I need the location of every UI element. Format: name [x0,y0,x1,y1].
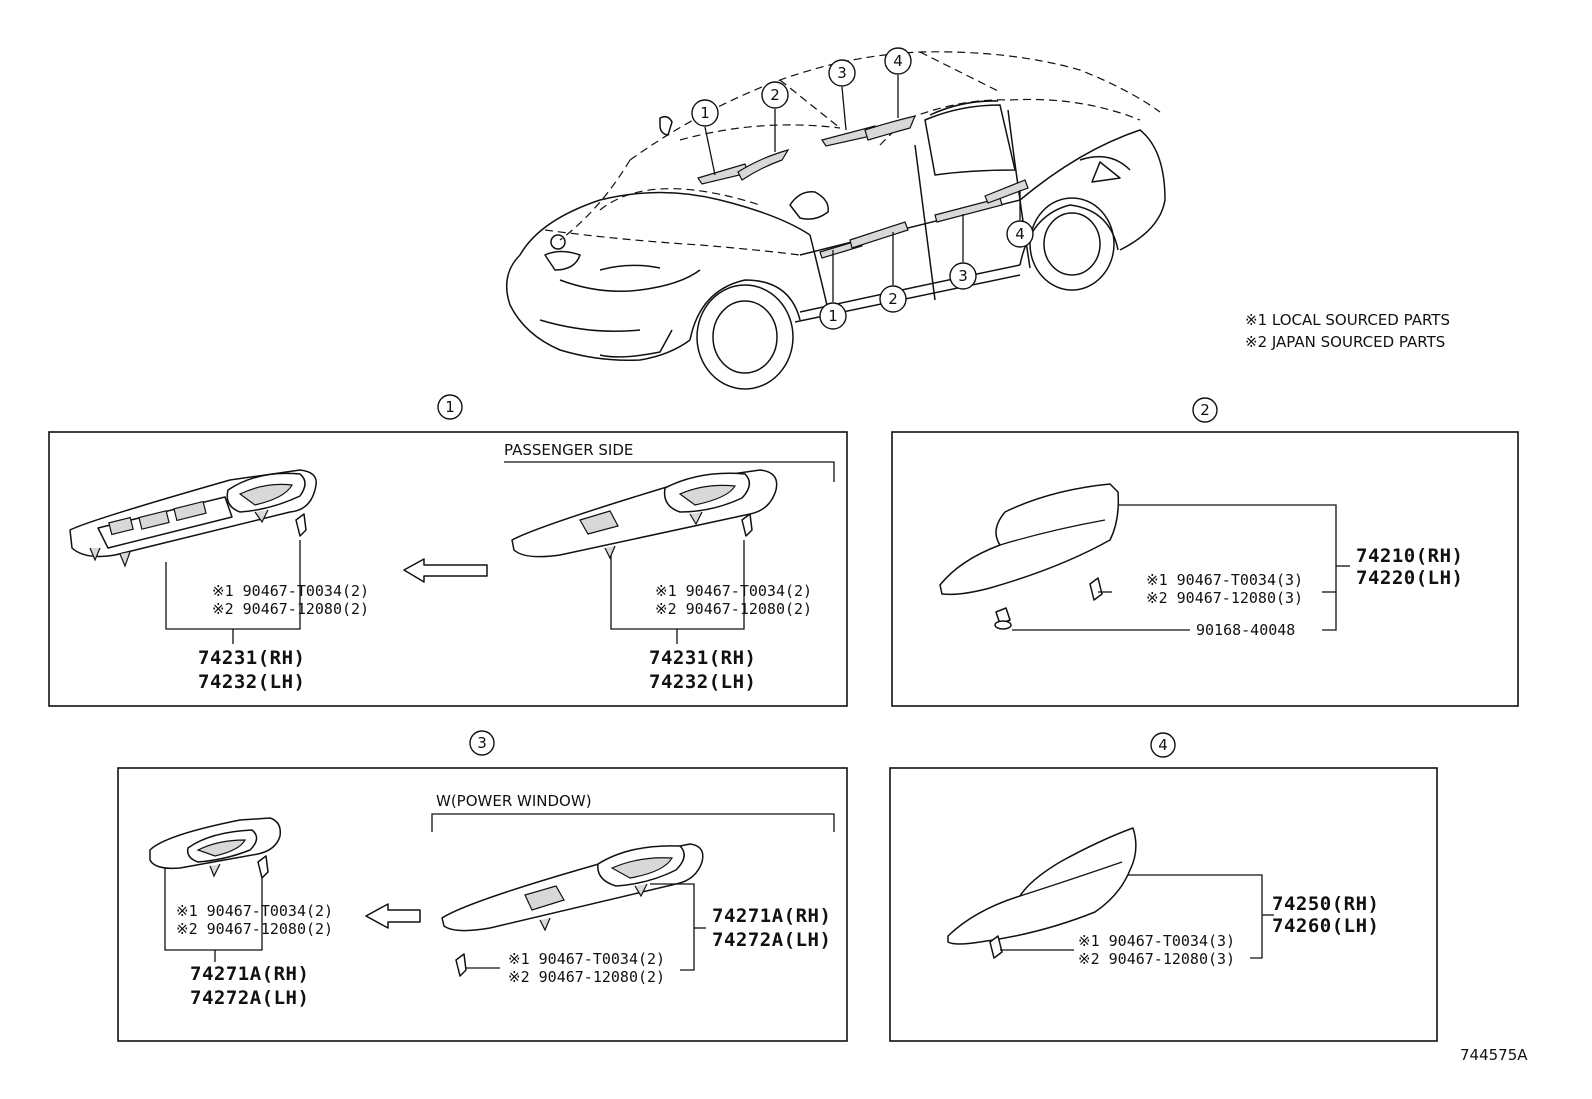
car-callout-1-bottom: 1 [819,302,847,330]
p3-left-part-lh: 74272A(LH) [190,987,309,1009]
p3-right-clip1: ※1 90467-T0034(2) [508,950,665,968]
p1-right-clip2: ※2 90467-12080(2) [655,600,812,618]
car-callout-2-top: 2 [761,81,789,109]
p1-right-clip1: ※1 90467-T0034(2) [655,582,812,600]
svg-text:2: 2 [888,290,898,308]
svg-text:3: 3 [837,64,847,82]
panel-1-label: 1 [445,398,455,416]
panel-3: 3 W(POWER WINDOW) ※1 90467-T0034(2) ※2 9… [117,730,848,1042]
legend-local: ※1 LOCAL SOURCED PARTS [1245,311,1450,329]
p1-left-part-rh: 74231(RH) [198,647,305,669]
p2-clip2: ※2 90467-12080(3) [1146,589,1303,607]
car-callout-3-bottom: 3 [949,262,977,290]
figure-id: 744575A [1460,1046,1528,1064]
car-callout-3-top: 3 [828,59,856,87]
panel-3-label: 3 [477,734,487,752]
svg-text:3: 3 [958,267,968,285]
p2-screw: 90168-40048 [1196,621,1295,639]
p4-clip2: ※2 90467-12080(3) [1078,950,1235,968]
power-window-switch-panel-drawing [441,843,704,977]
rear-left-switch-panel-drawing [149,817,282,879]
svg-text:1: 1 [700,104,710,122]
car-callout-4-bottom: 4 [1006,220,1034,248]
car-callout-4-top: 4 [884,47,912,75]
svg-text:4: 4 [1015,225,1025,243]
panel-4-label: 4 [1158,736,1168,754]
p1-right-part-lh: 74232(LH) [649,671,756,693]
p1-right-part-rh: 74231(RH) [649,647,756,669]
p3-left-clip2: ※2 90467-12080(2) [176,920,333,938]
p2-part-lh: 74220(LH) [1356,567,1463,589]
p3-right-part-rh: 74271A(RH) [712,905,831,927]
p3-right-part-lh: 74272A(LH) [712,929,831,951]
svg-text:4: 4 [893,52,903,70]
panel-1: 1 PASSENGER SIDE ※1 90467-T0034(2) ※2 90… [48,394,848,707]
passenger-side-label: PASSENGER SIDE [504,441,633,459]
car-callouts: 1 2 3 4 1 2 3 4 [691,47,1034,330]
car-callout-2-bottom: 2 [879,285,907,313]
p1-left-part-lh: 74232(LH) [198,671,305,693]
p1-arrow [403,558,488,583]
driver-switch-panel-drawing [69,469,317,568]
p3-right-clip2: ※2 90467-12080(2) [508,968,665,986]
panel-3-frame [117,767,848,1042]
panel-2-label: 2 [1200,401,1210,419]
car-illustration [505,51,1166,390]
panel-4-frame [889,767,1438,1042]
car-callout-leaders [704,75,1021,302]
legend: ※1 LOCAL SOURCED PARTS ※2 JAPAN SOURCED … [1245,311,1450,351]
p1-left-clip2: ※2 90467-12080(2) [212,600,369,618]
p3-arrow [365,903,421,929]
front-armrest-cover-drawing [939,483,1120,630]
svg-text:2: 2 [770,86,780,104]
panel-4: 4 ※1 90467-T0034(3) ※2 90467-12080(3) 74… [889,732,1438,1042]
svg-text:1: 1 [828,307,838,325]
passenger-switch-panel-drawing [511,469,778,560]
panel-1-frame [48,431,848,707]
p2-part-rh: 74210(RH) [1356,545,1463,567]
p4-part-rh: 74250(RH) [1272,893,1379,915]
p3-left-part-rh: 74271A(RH) [190,963,309,985]
p1-left-clip1: ※1 90467-T0034(2) [212,582,369,600]
power-window-label: W(POWER WINDOW) [436,792,592,810]
p4-clip1: ※1 90467-T0034(3) [1078,932,1235,950]
panel-2: 2 ※1 90467-T0034(3) ※2 90467-12080(3) 90… [891,397,1519,707]
car-callout-1-top: 1 [691,99,719,127]
p3-left-clip1: ※1 90467-T0034(2) [176,902,333,920]
p2-clip1: ※1 90467-T0034(3) [1146,571,1303,589]
panel-2-frame [891,431,1519,707]
p4-part-lh: 74260(LH) [1272,915,1379,937]
rear-armrest-cover-drawing [947,827,1137,959]
legend-japan: ※2 JAPAN SOURCED PARTS [1245,333,1445,351]
